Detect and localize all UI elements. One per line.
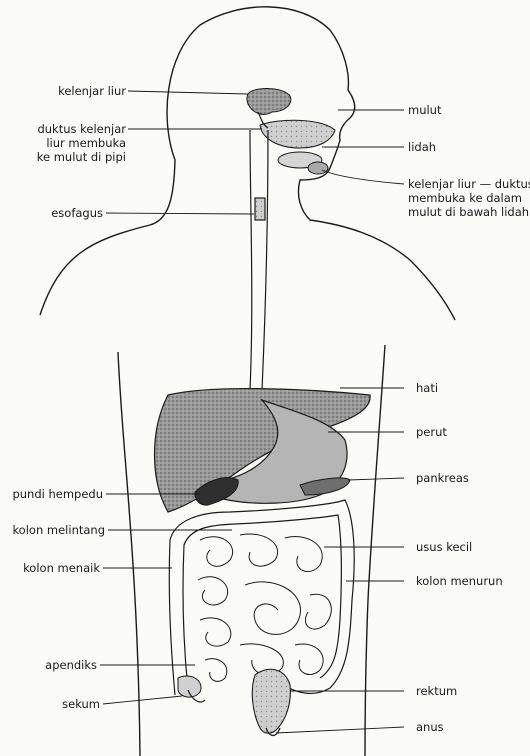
label-kolon-melintang: kolon melintang	[12, 523, 105, 537]
label-usus-kecil: usus kecil	[416, 540, 472, 554]
label-esofagus: esofagus	[51, 206, 103, 220]
label-anus: anus	[416, 720, 444, 734]
label-pankreas: pankreas	[416, 471, 469, 485]
salivary-gland-parotid	[247, 89, 291, 115]
label-rektum: rektum	[416, 684, 457, 698]
label-kelenjar-liur: kelenjar liur	[58, 84, 126, 98]
label-lidah: lidah	[408, 140, 436, 154]
label-apendiks: apendiks	[45, 658, 97, 672]
esophagus	[250, 130, 268, 390]
label-kolon-menurun: kolon menurun	[416, 574, 503, 588]
label-kelenjar-liur-bawah: kelenjar liur — duktus membuka ke dalam …	[408, 177, 530, 219]
label-perut: perut	[416, 425, 447, 439]
small-intestine	[198, 534, 331, 681]
label-hati: hati	[416, 381, 438, 395]
label-sekum: sekum	[62, 697, 100, 711]
leader-kelenjar-liur	[128, 91, 248, 94]
label-mulut: mulut	[408, 103, 441, 117]
label-pundi-hempedu: pundi hempedu	[12, 487, 103, 501]
label-duktus-kelenjar: duktus kelenjar liur membuka ke mulut di…	[37, 122, 126, 164]
label-kolon-menaik: kolon menaik	[23, 561, 100, 575]
leader-anus	[276, 727, 404, 733]
leader-esofagus	[106, 213, 254, 214]
rectum	[252, 669, 290, 733]
leader-sekum	[103, 696, 182, 704]
leader-kelenjar-liur-bawah	[322, 170, 404, 184]
